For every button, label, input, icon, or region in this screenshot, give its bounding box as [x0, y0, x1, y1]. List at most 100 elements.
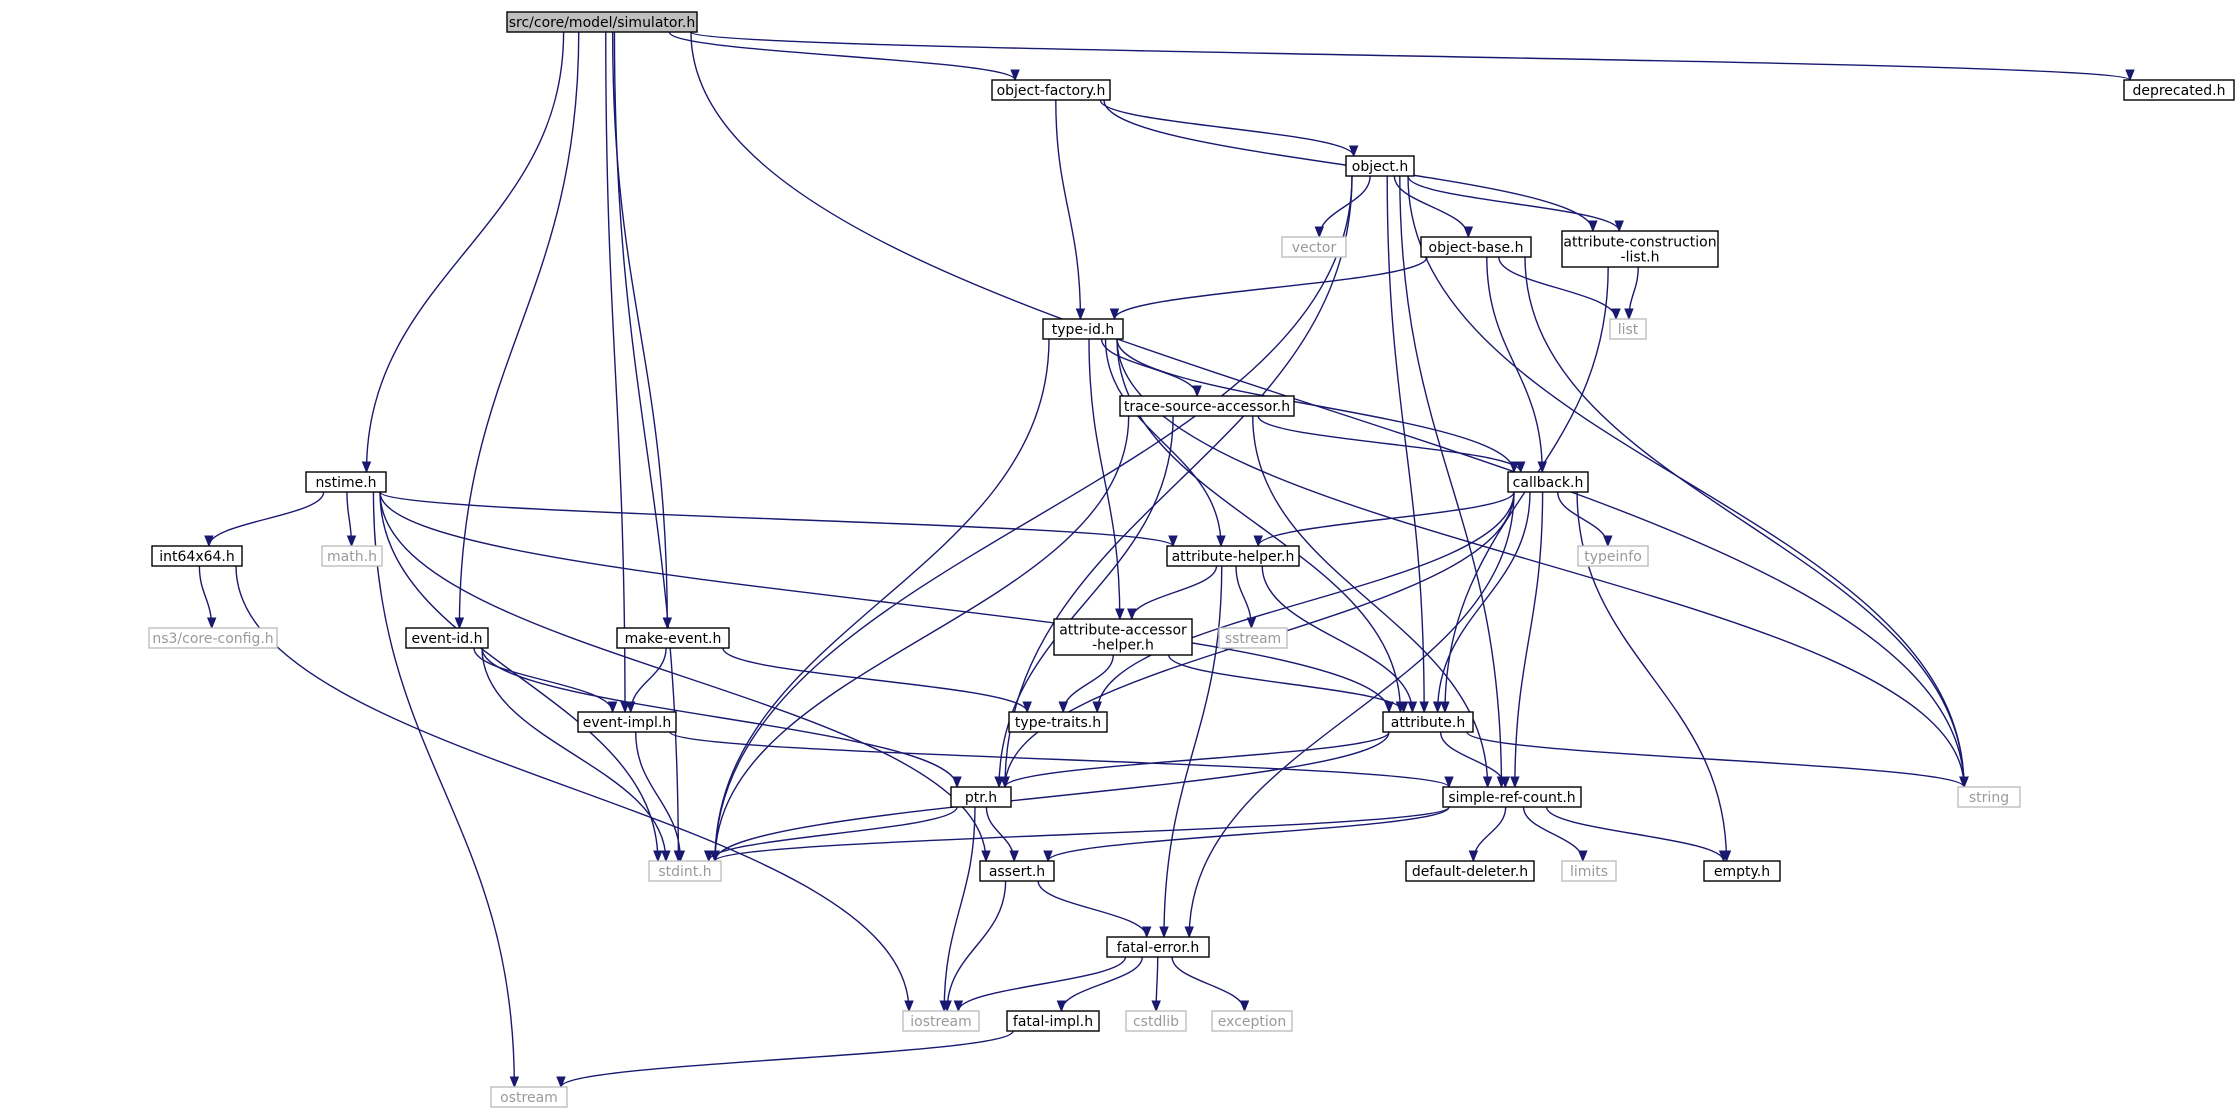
edge-object-to-attr_constr	[1407, 175, 1620, 232]
node-assert[interactable]: assert.h	[979, 860, 1055, 882]
node-callback[interactable]: callback.h	[1507, 471, 1589, 493]
node-stdint[interactable]: stdint.h	[648, 860, 722, 882]
arrowhead-event_id-to-event_impl	[607, 701, 618, 714]
node-trace-src[interactable]: trace-source-accessor.h	[1119, 395, 1295, 417]
node-typeinfo[interactable]: typeinfo	[1577, 545, 1649, 567]
arrowhead-object-to-vector	[1314, 226, 1325, 239]
edge-attr_helper-to-fatal_error	[1163, 565, 1223, 938]
node-label: cstdlib	[1133, 1014, 1179, 1030]
node-label: empty.h	[1714, 864, 1770, 880]
edge-object-to-attribute	[1386, 175, 1425, 713]
node-limits[interactable]: limits	[1561, 860, 1617, 882]
node-simulator[interactable]: src/core/model/simulator.h	[506, 11, 698, 33]
node-math[interactable]: math.h	[321, 545, 383, 567]
node-label: type-traits.h	[1015, 715, 1101, 731]
arrowhead-attr_helper-to-attr_acc	[1127, 608, 1137, 621]
node-box	[1006, 1010, 1100, 1032]
node-simple-ref[interactable]: simple-ref-count.h	[1442, 786, 1582, 808]
arrowhead-callback-to-attr_helper	[1253, 535, 1263, 548]
node-box	[1119, 395, 1295, 417]
edge-event_impl-to-simple_ref	[669, 731, 1450, 788]
edge-nstime-to-attr_helper	[379, 491, 1174, 547]
node-deprecated[interactable]: deprecated.h	[2123, 79, 2235, 101]
node-box	[1042, 318, 1124, 340]
node-type-traits[interactable]: type-traits.h	[1008, 711, 1108, 733]
arrowhead-attribute-to-string	[1959, 776, 1969, 789]
node-box	[1345, 155, 1415, 177]
node-label: vector	[1292, 240, 1337, 256]
node-cstdlib[interactable]: cstdlib	[1125, 1010, 1187, 1032]
node-box	[1211, 1010, 1293, 1032]
node-object-base[interactable]: object-base.h	[1420, 236, 1532, 258]
arrowhead-make_event-to-type_traits	[1022, 701, 1032, 714]
node-make-event[interactable]: make-event.h	[616, 627, 730, 649]
node-empty[interactable]: empty.h	[1703, 860, 1781, 882]
node-attr-constr[interactable]: attribute-construction-list.h	[1561, 230, 1719, 268]
node-int64[interactable]: int64x64.h	[151, 545, 243, 567]
arrowhead-event_id-to-ptr	[952, 776, 962, 789]
edge-fatal_error-to-exception	[1171, 956, 1246, 1012]
node-sstream[interactable]: sstream	[1218, 627, 1288, 649]
node-ptr[interactable]: ptr.h	[950, 786, 1012, 808]
node-box	[991, 79, 1111, 101]
node-event-id[interactable]: event-id.h	[405, 627, 489, 649]
node-box	[1957, 786, 2021, 808]
node-ostream[interactable]: ostream	[490, 1086, 568, 1108]
node-attr-acc[interactable]: attribute-accessor-helper.h	[1053, 618, 1193, 656]
node-type-id[interactable]: type-id.h	[1042, 318, 1124, 340]
node-list[interactable]: list	[1609, 318, 1647, 340]
arrowhead-object-to-attr_constr	[1614, 220, 1624, 233]
arrowhead-fatal_error-to-cstdlib	[1151, 1000, 1161, 1013]
node-box	[490, 1086, 568, 1108]
node-box	[577, 711, 677, 733]
node-object[interactable]: object.h	[1345, 155, 1415, 177]
arrowhead-callback-to-attribute	[1432, 701, 1443, 714]
edge-trace_src-to-stdint	[714, 415, 1130, 862]
edge-trace_src-to-callback	[1257, 415, 1522, 473]
arrowhead-attr_constr-to-list	[1624, 308, 1634, 321]
node-label: ostream	[500, 1090, 558, 1106]
node-default-del[interactable]: default-deleter.h	[1405, 860, 1535, 882]
arrowhead-int64-to-iostream	[904, 1000, 914, 1013]
edge-simple_ref-to-assert	[1047, 806, 1450, 862]
node-label: object-base.h	[1429, 240, 1524, 256]
arrowhead-simulator-to-deprecated	[2125, 69, 2135, 82]
node-label: attribute-construction	[1563, 235, 1716, 251]
node-box	[950, 786, 1012, 808]
edge-ptr-to-assert	[985, 806, 1015, 862]
node-iostream[interactable]: iostream	[902, 1010, 980, 1032]
node-fatal-impl[interactable]: fatal-impl.h	[1006, 1010, 1100, 1032]
node-label: exception	[1218, 1014, 1286, 1030]
node-event-impl[interactable]: event-impl.h	[577, 711, 677, 733]
edge-attr_helper-to-attr_acc	[1131, 565, 1218, 620]
arrowhead-simple_ref-to-empty	[1718, 850, 1729, 863]
node-string[interactable]: string	[1957, 786, 2021, 808]
arrowhead-type_id-to-trace_src	[1192, 385, 1202, 398]
arrowhead-callback-to-typeinfo	[1603, 535, 1613, 548]
node-label: -helper.h	[1092, 638, 1154, 654]
edge-simple_ref-to-empty	[1545, 806, 1725, 862]
node-box	[1106, 936, 1210, 958]
node-object-factory[interactable]: object-factory.h	[991, 79, 1111, 101]
node-label: type-id.h	[1052, 322, 1114, 338]
node-fatal-error[interactable]: fatal-error.h	[1106, 936, 1210, 958]
node-label: -list.h	[1621, 250, 1660, 266]
node-core-config[interactable]: ns3/core-config.h	[148, 627, 278, 649]
edge-simple_ref-to-stdint	[714, 806, 1450, 862]
node-label: trace-source-accessor.h	[1124, 399, 1290, 415]
node-box	[902, 1010, 980, 1032]
edge-ptr-to-stdint	[707, 806, 958, 862]
node-attribute[interactable]: attribute.h	[1382, 711, 1474, 733]
node-vector[interactable]: vector	[1281, 236, 1347, 258]
node-label: string	[1969, 790, 2009, 806]
edge-attr_acc-to-type_traits	[1062, 654, 1114, 713]
node-attr-helper[interactable]: attribute-helper.h	[1166, 545, 1300, 567]
edge-simulator-to-object_factory	[668, 31, 1016, 81]
edge-object-to-simple_ref	[1399, 175, 1503, 788]
edge-attr_acc-to-attribute	[1168, 654, 1405, 713]
node-nstime[interactable]: nstime.h	[305, 471, 387, 493]
node-exception[interactable]: exception	[1211, 1010, 1293, 1032]
edge-object_factory-to-type_id	[1055, 99, 1082, 320]
arrowhead-attr_acc-to-attribute	[1398, 701, 1409, 714]
arrowhead-int64-to-core_config	[206, 617, 217, 630]
